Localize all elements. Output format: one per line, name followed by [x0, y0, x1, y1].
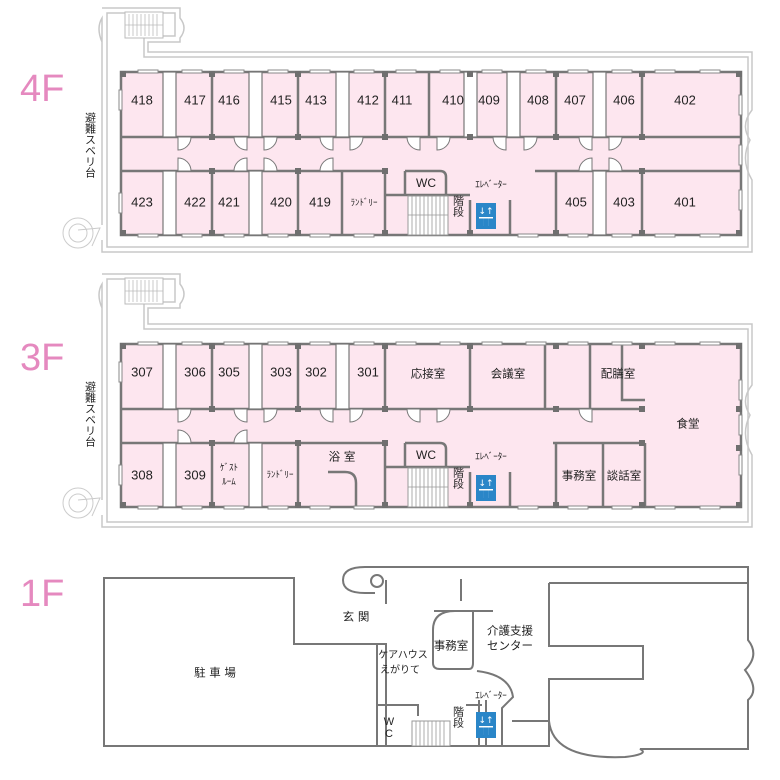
room-labels-4f-top: 418 417 416 415 413 412 411 410 409 408 …	[131, 92, 696, 107]
floor-1f: 1F ↓↑	[20, 566, 755, 759]
stairs-4f	[407, 195, 449, 236]
area-parking: 駐 車 場	[194, 666, 236, 680]
elevator-icon-3f: ↓↑ ███	[476, 475, 496, 501]
room-bathrooms-4f	[162, 71, 607, 236]
room-410: 410	[442, 92, 464, 107]
svg-text:↓↑: ↓↑	[478, 479, 493, 489]
room-302: 302	[305, 364, 327, 379]
svg-text:███: ███	[477, 490, 495, 499]
elevator-icon-1f: ↓↑ ███	[476, 712, 496, 738]
room-meeting: 会議室	[491, 367, 526, 381]
elevator-icon-4f: ↓↑ ███	[476, 203, 496, 229]
svg-text:↓↑: ↓↑	[478, 207, 493, 217]
escape-chute-3f	[62, 487, 101, 519]
room-307: 307	[131, 364, 153, 379]
room-306: 306	[184, 364, 206, 379]
room-wc-4f: WC	[416, 176, 436, 190]
room-423: 423	[131, 194, 153, 209]
area-carehouse-line1: ケアハウス	[378, 649, 428, 661]
elevator-label-1f: ｴﾚﾍﾞｰﾀｰ	[475, 691, 507, 702]
balcony-outline-4f	[98, 7, 753, 253]
room-412: 412	[357, 92, 379, 107]
windows-4f	[118, 69, 743, 238]
area-carehouse-line2: えがりて	[380, 663, 420, 676]
windows-3f	[118, 341, 743, 510]
room-419: 419	[309, 194, 331, 209]
room-office-1f: 事務室	[434, 639, 469, 653]
room-421: 421	[218, 194, 240, 209]
room-lounge: 談話室	[607, 469, 642, 483]
room-308: 308	[131, 467, 153, 482]
pillars-3f	[120, 343, 742, 508]
room-418: 418	[131, 92, 153, 107]
floor-label-1f: 1F	[20, 573, 64, 615]
pillars-4f	[120, 71, 742, 236]
room-bathrooms-3f	[162, 343, 350, 508]
room-408: 408	[527, 92, 549, 107]
room-420: 420	[270, 194, 292, 209]
room-pantry: 配膳室	[601, 367, 636, 381]
floor-label-4f: 4F	[20, 68, 64, 110]
room-417: 417	[184, 92, 206, 107]
room-303: 303	[270, 364, 292, 379]
elevator-label-3f: ｴﾚﾍﾞｰﾀｰ	[475, 452, 507, 463]
svg-text:███: ███	[477, 727, 495, 736]
room-labels-4f-bottom: 423 422 421 420 419 ﾗﾝﾄﾞﾘｰ WC ｴﾚﾍﾞｰﾀｰ 階段…	[131, 176, 696, 218]
room-402: 402	[674, 92, 696, 107]
escape-chute-label-4f: 避難スベリ台	[84, 111, 97, 178]
room-405: 405	[565, 194, 587, 209]
room-305: 305	[218, 364, 240, 379]
area-entrance: 玄 関	[343, 610, 370, 624]
room-guest-line1: ｹﾞｽﾄ	[220, 463, 238, 474]
room-406: 406	[613, 92, 635, 107]
svg-text:███: ███	[477, 218, 495, 227]
balcony-outline-3f	[98, 273, 753, 528]
room-reception: 応接室	[411, 367, 446, 381]
elevator-label-4f: ｴﾚﾍﾞｰﾀｰ	[475, 180, 507, 191]
room-wc-1f-w: W	[384, 716, 395, 728]
escape-stairs-3f	[124, 277, 164, 305]
room-407: 407	[564, 92, 586, 107]
room-403: 403	[613, 194, 635, 209]
stairs-3f	[407, 467, 449, 508]
escape-chute-label-3f: 避難スベリ台	[84, 380, 97, 447]
room-bath: 浴 室	[329, 450, 356, 464]
room-409: 409	[478, 92, 500, 107]
stairs-label-3f: 階段	[452, 466, 465, 490]
stairs-label-4f: 階段	[452, 194, 465, 218]
room-wc-1f-c: C	[385, 728, 393, 740]
room-guest-line2: ﾙｰﾑ	[222, 478, 236, 488]
doors-4f	[177, 136, 623, 172]
room-dining: 食堂	[677, 417, 700, 431]
area-care-center-line1: 介護支援	[487, 624, 533, 638]
stairs-label-1f: 階段	[452, 705, 465, 729]
escape-stairs-4f	[124, 11, 164, 39]
room-wc-3f: WC	[416, 448, 436, 462]
room-416: 416	[218, 92, 240, 107]
floor-3f: 3F 避難スベリ台	[20, 273, 753, 528]
room-laundry-4f: ﾗﾝﾄﾞﾘｰ	[350, 198, 378, 209]
room-laundry-3f: ﾗﾝﾄﾞﾘｰ	[266, 470, 294, 481]
room-301: 301	[357, 364, 379, 379]
floor-4f: 4F 避難スベリ台	[20, 7, 753, 253]
escape-chute-4f	[62, 217, 101, 249]
room-415: 415	[270, 92, 292, 107]
room-labels-3f: 307 306 305 303 302 301 応接室 会議室 配膳室 食堂 3…	[131, 364, 699, 489]
svg-text:↓↑: ↓↑	[478, 716, 493, 726]
room-office-3f: 事務室	[562, 469, 597, 483]
stairs-1f	[411, 720, 451, 747]
room-labels-1f: 駐 車 場 玄 関 ケアハウス えがりて 事務室 介護支援 センター W C ｴ…	[194, 610, 533, 740]
room-411: 411	[392, 92, 413, 107]
room-422: 422	[184, 194, 206, 209]
room-413: 413	[305, 92, 327, 107]
area-care-center-line2: センター	[487, 639, 533, 653]
room-309: 309	[184, 467, 206, 482]
floor-label-3f: 3F	[20, 337, 64, 379]
room-401: 401	[674, 194, 696, 209]
doors-3f	[177, 408, 593, 444]
